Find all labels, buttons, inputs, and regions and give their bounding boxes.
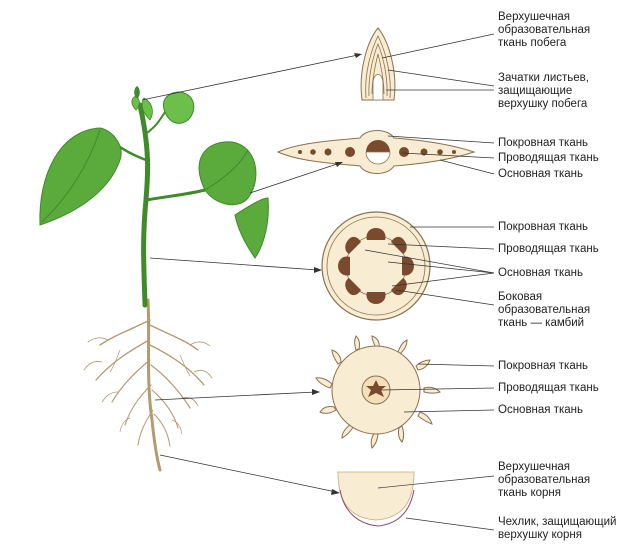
pointer-arrows (141, 54, 359, 493)
label-root-vascular: Проводящая ткань (498, 382, 599, 394)
root-tip-section (337, 471, 415, 527)
label-leaf-ground: Основная ткань (498, 168, 584, 180)
plant-apex-bud (134, 86, 140, 98)
plant-stem (137, 102, 151, 308)
label-root-cap: Чехлик, защищающий верхушку корня (498, 516, 617, 541)
label-stem-cambium: Боковая образовательная ткань — камбий (498, 291, 591, 329)
pointer-arrowheads (312, 53, 362, 495)
plant-leaf-top (163, 91, 195, 124)
plant-leaf-lower (234, 197, 269, 259)
label-stem-epidermis: Покровная ткань (498, 221, 589, 233)
label-leaf-primordia: Зачатки листьев, защищающие верхушку поб… (498, 72, 589, 110)
shoot-apex-section (360, 27, 396, 101)
root-hairs (315, 335, 441, 449)
label-stem-ground: Основная ткань (498, 267, 584, 279)
plant-leaf-left (39, 127, 122, 226)
plant-roots (83, 298, 213, 472)
label-root-epidermis: Покровная ткань (498, 360, 589, 372)
plant-leaf-right (198, 141, 257, 206)
label-leader-lines (364, 33, 495, 531)
leaf-cross-section (276, 130, 476, 174)
label-shoot-apex-meristem: Верхушечная образовательная ткань побега (498, 11, 591, 49)
root-cross-section (315, 335, 441, 449)
label-stem-vascular: Проводящая ткань (498, 243, 599, 255)
label-root-apex-meristem: Верхушечная образовательная ткань корня (498, 461, 591, 499)
plant-illustration (39, 86, 269, 472)
label-leaf-epidermis: Покровная ткань (498, 137, 589, 149)
label-leaf-vascular: Проводящая ткань (498, 152, 599, 164)
label-root-ground: Основная ткань (498, 404, 584, 416)
stem-cross-section (321, 211, 431, 321)
